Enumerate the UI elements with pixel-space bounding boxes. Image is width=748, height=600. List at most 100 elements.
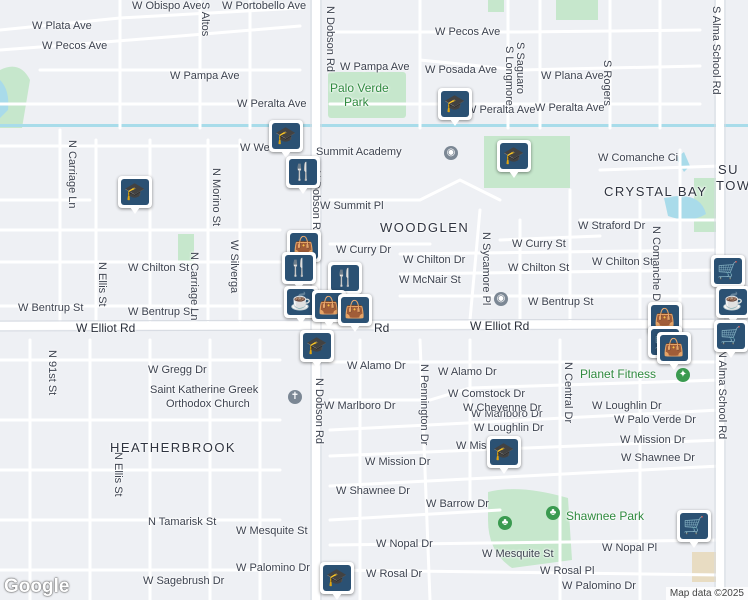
street-label: W Mis xyxy=(456,440,487,452)
street-label: N Ellis St xyxy=(112,452,124,497)
cafe-marker-icon[interactable]: ☕ xyxy=(716,286,748,326)
school-marker-icon[interactable]: 🎓 xyxy=(300,330,334,370)
street-label: W Straford Dr xyxy=(578,220,646,232)
street-label: W Plana Ave xyxy=(541,70,604,82)
poi-label: Saint Katherine Greek xyxy=(150,384,259,396)
neighborhood-label: CRYSTAL BAY xyxy=(604,184,708,199)
street-label: W Silverga xyxy=(228,240,240,294)
street-label: N Ellis St xyxy=(96,262,108,307)
park-poi-icon[interactable]: ♣ xyxy=(546,506,560,520)
street-label: W Palomino Dr xyxy=(236,562,310,574)
street-label: W Mesquite St xyxy=(482,548,554,560)
street-label: W Bentrup St xyxy=(128,306,194,318)
map-attribution[interactable]: Map data ©2025 xyxy=(665,587,748,600)
neighborhood-label: SU xyxy=(718,162,740,177)
school-glyph-icon: 🎓 xyxy=(121,179,149,205)
grocery-glyph-icon: 🛒 xyxy=(717,323,745,349)
street-label: W Peralta Ave xyxy=(466,104,536,116)
street-label: N Dobson Rd xyxy=(324,6,336,73)
school-glyph-icon: 🎓 xyxy=(272,123,300,149)
school-marker-icon[interactable]: 🎓 xyxy=(269,120,303,160)
street-label: W Curry Dr xyxy=(336,244,391,256)
street-label: W Nopal Pl xyxy=(602,542,658,554)
restaurant-glyph-icon: 🍴 xyxy=(289,159,317,185)
street-label: W McNair St xyxy=(399,274,461,286)
gym-poi-icon[interactable]: ✦ xyxy=(676,368,690,382)
school-marker-icon[interactable]: 🎓 xyxy=(438,88,472,128)
shopping-glyph-icon: 👜 xyxy=(341,297,369,323)
school-glyph-icon: 🎓 xyxy=(303,333,331,359)
grocery-marker-icon[interactable]: 🛒 xyxy=(714,320,748,360)
street-label: N Dobson Rd xyxy=(313,378,325,445)
street-label: S Saguaro xyxy=(514,42,526,94)
shopping-marker-icon[interactable]: 👜 xyxy=(338,294,372,334)
restaurant-marker-icon[interactable]: 🍴 xyxy=(282,252,316,292)
street-label: W Pecos Ave xyxy=(42,40,108,52)
street-label: N Carriage Ln xyxy=(188,252,200,321)
street-label: W Pecos Ave xyxy=(435,26,501,38)
street-label: S Rogers xyxy=(601,60,613,106)
church-poi-icon[interactable]: ✝ xyxy=(288,390,302,404)
street-label: W Loughlin Dr xyxy=(474,422,544,434)
street-label: W Nopal Dr xyxy=(376,538,433,550)
street-label: W Shawnee Dr xyxy=(336,485,410,497)
restaurant-glyph-icon: 🍴 xyxy=(331,265,359,291)
street-label: W Summit Pl xyxy=(320,200,384,212)
grocery-marker-icon[interactable]: 🛒 xyxy=(677,510,711,550)
school-marker-icon[interactable]: 🎓 xyxy=(497,140,531,180)
street-label: W Bentrup St xyxy=(528,296,594,308)
school-marker-icon[interactable]: 🎓 xyxy=(487,436,521,476)
cafe-glyph-icon: ☕ xyxy=(719,289,747,315)
school-glyph-icon: 🎓 xyxy=(323,565,351,591)
street-label: W Sagebrush Dr xyxy=(143,575,225,587)
school-glyph-icon: 🎓 xyxy=(500,143,528,169)
grocery-marker-icon[interactable]: 🛒 xyxy=(711,255,745,295)
poi-label: Shawnee Park xyxy=(566,509,645,523)
street-label: W Mesquite St xyxy=(236,525,308,537)
street-label: W Loughlin Dr xyxy=(592,400,662,412)
street-label: N Morino St xyxy=(210,168,222,227)
grocery-glyph-icon: 🛒 xyxy=(680,513,708,539)
major-road-label: W Elliot Rd xyxy=(76,321,136,335)
street-label: W Palomino Dr xyxy=(562,580,636,592)
restaurant-marker-icon[interactable]: 🍴 xyxy=(286,156,320,196)
street-label: N Alma School Rd xyxy=(716,350,728,440)
neighborhood-label: TOW xyxy=(716,178,748,193)
street-label: W Barrow Dr xyxy=(426,498,489,510)
street-label: W Mission Dr xyxy=(620,434,686,446)
street-label: W Peralta Ave xyxy=(237,98,307,110)
street-label: W Marlboro Dr xyxy=(324,400,396,412)
canal xyxy=(0,124,748,127)
school-poi-icon[interactable]: ◉ xyxy=(494,292,508,306)
street-label: W Comanche Ci xyxy=(598,152,679,164)
street-label: W Rosal Pl xyxy=(540,565,595,577)
street-label: W Pampa Ave xyxy=(170,70,240,82)
grocery-glyph-icon: 🛒 xyxy=(714,258,742,284)
street-label: N Central Dr xyxy=(562,362,574,424)
street-label: W Cheyenne Dr xyxy=(463,402,542,414)
street-label: N Carriage Ln xyxy=(66,140,78,209)
street-label: W Gregg Dr xyxy=(148,364,207,376)
street-label: N Sycamore Pl xyxy=(480,232,492,306)
school-poi-icon[interactable]: ◉ xyxy=(444,146,458,160)
poi-label: Planet Fitness xyxy=(580,367,657,381)
shopping-marker-icon[interactable]: 👜 xyxy=(657,332,691,372)
neighborhood-label: HEATHERBROOK xyxy=(110,440,237,455)
restaurant-marker-icon[interactable]: 🍴 xyxy=(328,262,362,302)
school-marker-icon[interactable]: 🎓 xyxy=(118,176,152,216)
street-label: W Chilton St xyxy=(128,262,190,274)
neighborhood-label: WOODGLEN xyxy=(380,220,470,235)
street-label: W Shawnee Dr xyxy=(621,452,695,464)
street-label: W Plata Ave xyxy=(32,20,92,32)
google-logo: Google xyxy=(4,576,70,597)
cafe-marker-icon[interactable]: ☕ xyxy=(284,286,318,326)
cafe-glyph-icon: ☕ xyxy=(287,289,315,315)
street-label: W Posada Ave xyxy=(425,64,497,76)
school-marker-icon[interactable]: 🎓 xyxy=(320,562,354,600)
street-label: W Rosal Dr xyxy=(366,568,423,580)
park-poi-icon[interactable]: ♣ xyxy=(498,516,512,530)
street-label: N Comanche Dr xyxy=(650,226,662,305)
street-label: N Pennington Dr xyxy=(418,364,430,446)
